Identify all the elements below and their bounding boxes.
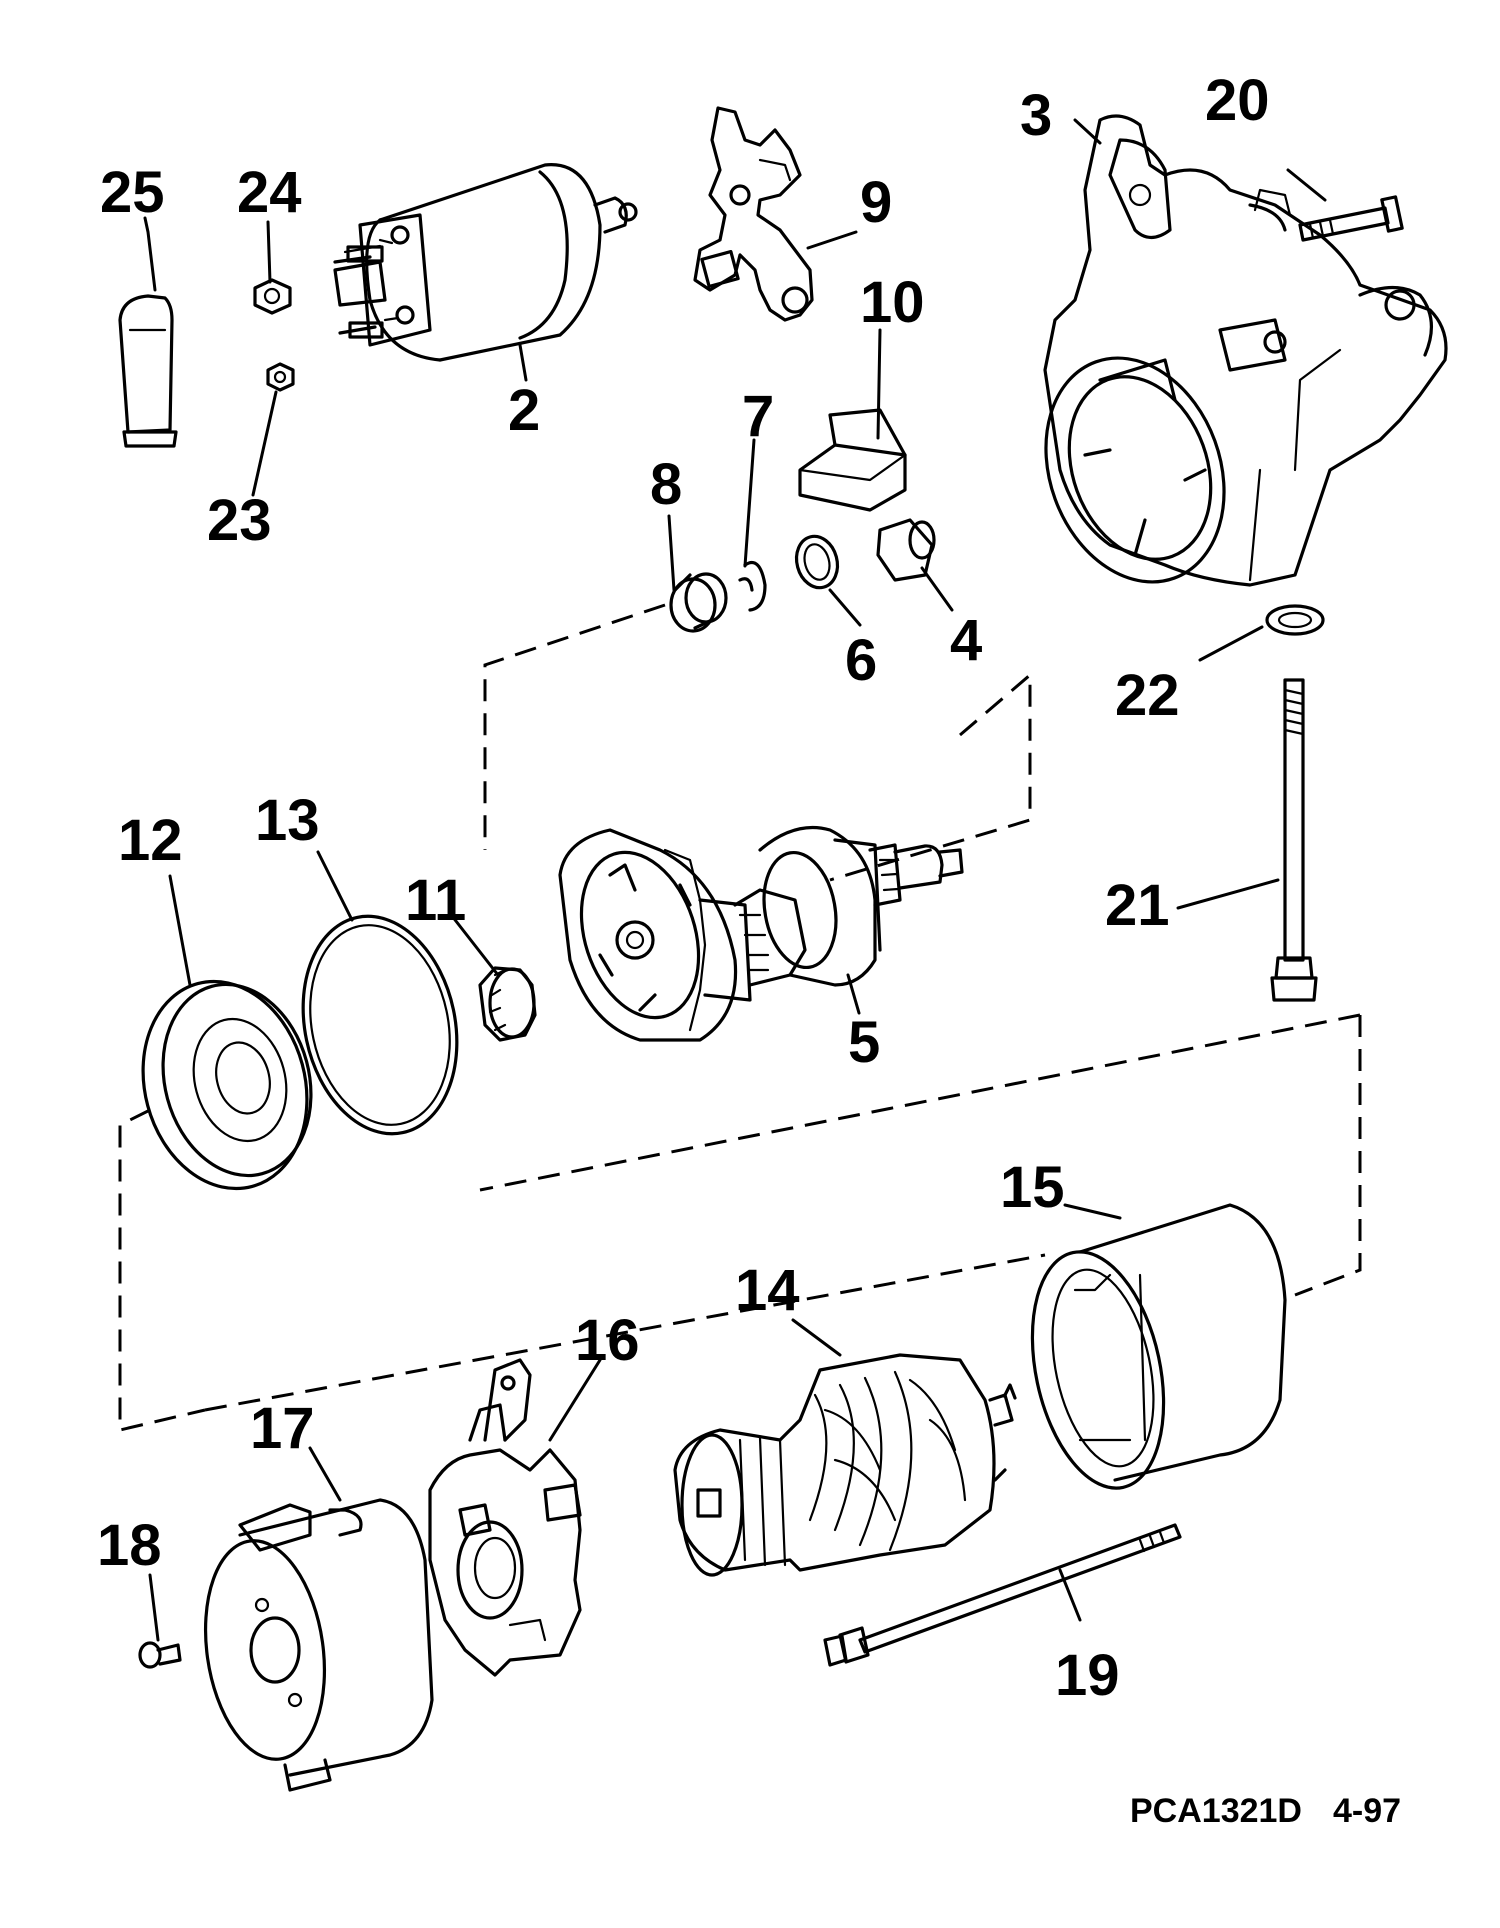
part-12-end-cover [141, 979, 313, 1191]
part-8-collar [669, 572, 728, 633]
part-21-through-bolt [1270, 678, 1318, 1002]
leader-lines [143, 118, 1327, 1642]
callout-2: 2 [508, 378, 540, 443]
callout-11: 11 [405, 868, 466, 933]
part-6-washer [794, 534, 840, 590]
part-13-o-ring [301, 914, 459, 1136]
drive-assembly-group-outline [483, 603, 1032, 882]
part-7-circlip [738, 560, 767, 612]
armature-group-outline [118, 1013, 1362, 1432]
callout-25: 25 [100, 160, 165, 225]
callout-13: 13 [255, 788, 320, 853]
figure-reference: PCA1321D 4-97 [1130, 1792, 1401, 1830]
callout-19: 19 [1055, 1643, 1120, 1708]
callout-18: 18 [97, 1513, 162, 1578]
part-10-cover [798, 408, 907, 512]
figure-date: 4-97 [1333, 1792, 1401, 1830]
callout-5: 5 [848, 1010, 880, 1075]
callout-labels: 25 24 23 2 9 3 20 10 7 8 4 6 22 21 5 11 … [97, 68, 1270, 1708]
callout-10: 10 [860, 270, 925, 335]
part-23-nut [266, 362, 295, 392]
callout-9: 9 [860, 170, 892, 235]
callout-6: 6 [845, 628, 877, 693]
part-20-bolt [1298, 195, 1404, 242]
callout-23: 23 [207, 488, 272, 553]
part-3-drive-end-housing [1043, 114, 1448, 587]
callout-14: 14 [735, 1258, 800, 1323]
part-25-terminal-boot [118, 294, 178, 448]
callout-17: 17 [250, 1396, 315, 1461]
callout-7: 7 [742, 384, 774, 449]
part-17-commutator-end-cover [203, 1498, 434, 1792]
callout-15: 15 [1000, 1155, 1065, 1220]
part-14-armature [673, 1353, 1017, 1577]
callout-20: 20 [1205, 68, 1270, 133]
part-11-gear [478, 966, 537, 1042]
part-5-drive-assembly [558, 825, 964, 1042]
callout-8: 8 [650, 452, 682, 517]
part-2-solenoid [333, 163, 638, 362]
part-15-yoke [1030, 1203, 1287, 1490]
part-19-through-bolt [823, 1523, 1182, 1667]
callout-12: 12 [118, 808, 183, 873]
callout-3: 3 [1020, 83, 1052, 148]
part-4-bushing [876, 518, 936, 582]
part-24-nut [253, 278, 292, 315]
callout-16: 16 [575, 1308, 640, 1373]
part-22-washer [1265, 604, 1325, 636]
callout-22: 22 [1115, 663, 1180, 728]
part-16-brush-holder [428, 1358, 582, 1677]
figure-code: PCA1321D [1130, 1792, 1302, 1830]
callout-24: 24 [237, 160, 302, 225]
part-18-screw [138, 1641, 182, 1669]
part-9-shift-fork-lever [693, 106, 814, 322]
callout-21: 21 [1105, 873, 1170, 938]
callout-4: 4 [950, 608, 982, 673]
